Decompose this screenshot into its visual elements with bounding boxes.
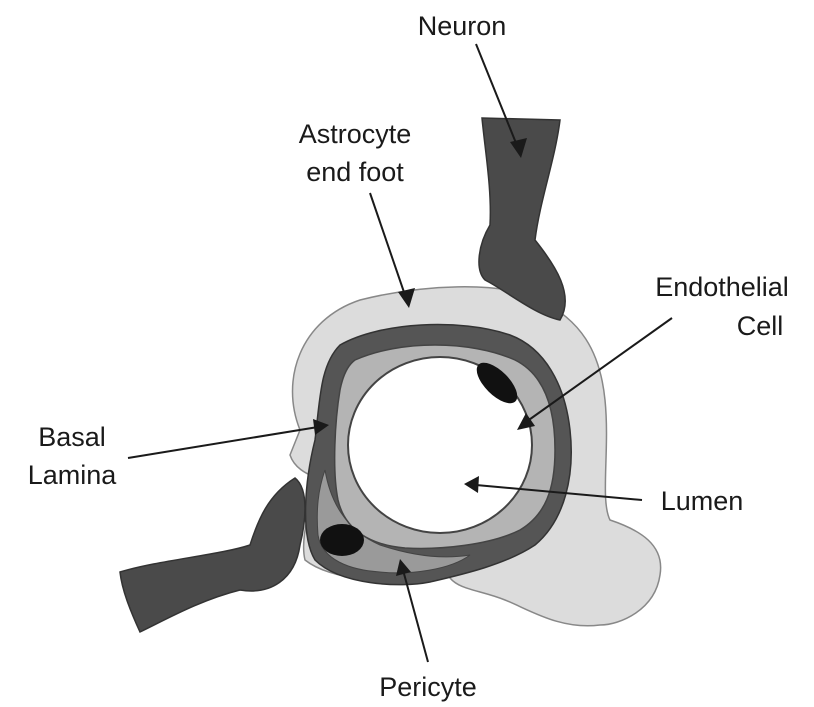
neuron-bottom-left (120, 478, 305, 632)
label-neuron: Neuron (418, 11, 507, 41)
label-basal-line1: Basal (38, 422, 106, 452)
astrocyte-arrow (370, 193, 406, 298)
label-endothelial-line2: Cell (737, 311, 784, 341)
label-lumen: Lumen (661, 486, 744, 516)
label-basal-line2: Lamina (28, 460, 118, 490)
pericyte-nucleus (320, 524, 364, 556)
basal-lamina-arrow (128, 427, 318, 458)
label-endothelial-line1: Endothelial (655, 272, 789, 302)
label-astrocyte-line2: end foot (306, 157, 404, 187)
label-astrocyte-line1: Astrocyte (299, 119, 412, 149)
label-pericyte: Pericyte (379, 672, 477, 702)
